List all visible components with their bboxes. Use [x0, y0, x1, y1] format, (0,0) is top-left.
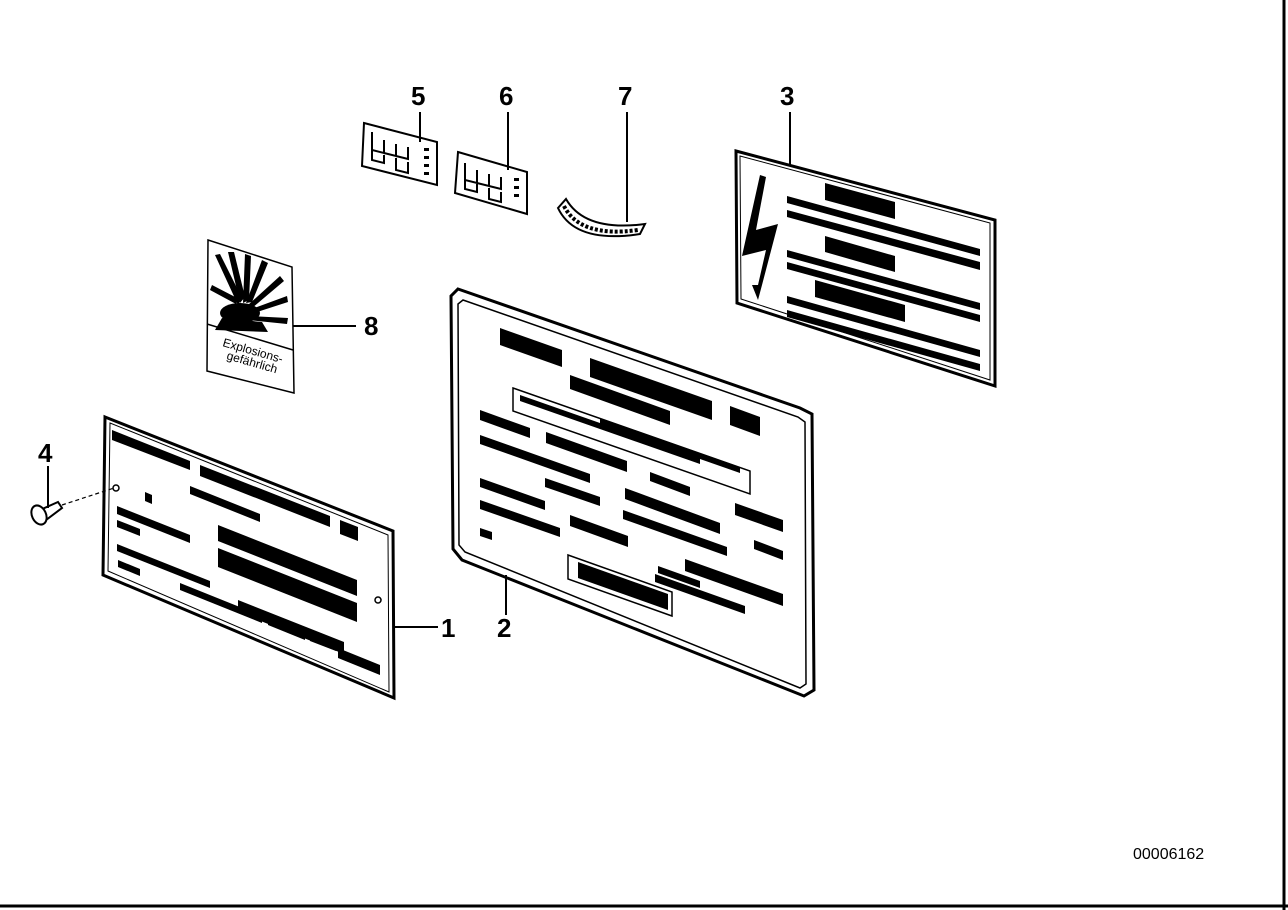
callout-7[interactable]: 7 [618, 81, 632, 111]
plate-2-text-marks [480, 328, 783, 614]
leader-lines [47, 112, 791, 628]
callout-3[interactable]: 3 [780, 81, 794, 111]
plate-1-text-marks [112, 430, 380, 675]
callouts: 1 2 3 4 5 6 7 8 [38, 81, 794, 643]
part-2-instruction-plate[interactable] [449, 287, 816, 698]
callout-1[interactable]: 1 [441, 613, 455, 643]
callout-2[interactable]: 2 [497, 613, 511, 643]
callout-4[interactable]: 4 [38, 438, 53, 468]
part-6-shift-pattern-label[interactable] [453, 150, 528, 216]
explosion-icon [210, 252, 288, 332]
part-4-rivet[interactable] [28, 487, 115, 527]
callout-8[interactable]: 8 [364, 311, 378, 341]
callout-6[interactable]: 6 [499, 81, 513, 111]
part-8-explosion-warning-label[interactable]: Explosions- gefährlich [206, 238, 295, 394]
part-5-shift-pattern-label[interactable] [360, 121, 438, 187]
part-3-high-voltage-plate[interactable] [734, 149, 997, 389]
part-1-type-plate[interactable] [101, 414, 396, 701]
lightning-bolt-icon [742, 175, 778, 300]
callout-5[interactable]: 5 [411, 81, 425, 111]
part-7-curved-label[interactable] [556, 197, 647, 238]
plate-3-text-marks [787, 183, 980, 371]
document-id: 00006162 [1133, 846, 1204, 863]
